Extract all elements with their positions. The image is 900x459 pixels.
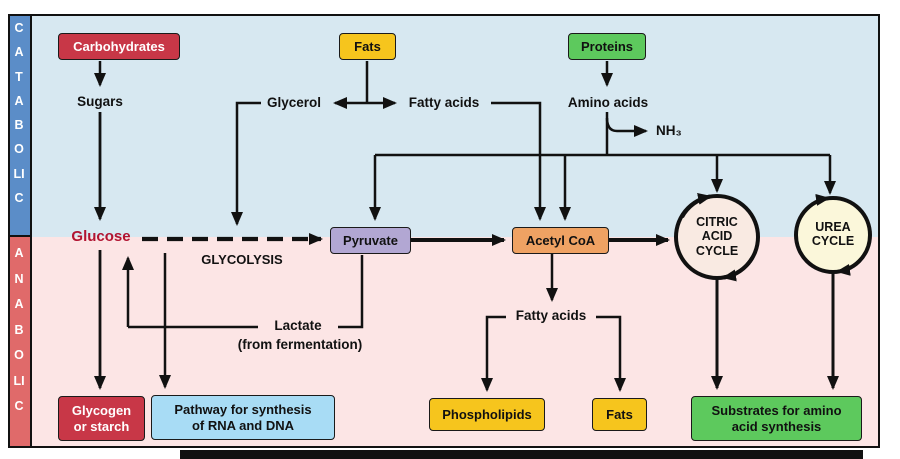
arrow-aminoacids-nh3 (605, 117, 648, 137)
citric-cycle-arrow-top (680, 192, 712, 219)
arrow-fattyacids-acetylcoa (491, 101, 546, 221)
proteins-box: Proteins (568, 33, 646, 60)
glucose-label: Glucose (71, 228, 131, 245)
urea-cycle-label: UREA CYCLE (811, 220, 855, 249)
glycerol-label: Glycerol (266, 95, 322, 110)
phospholipids-box: Phospholipids (429, 398, 545, 431)
catabolic-sidebar-label: CATABOLIC (8, 14, 32, 237)
fatty-acids-label: Fatty acids (408, 95, 480, 110)
urea-cycle-arrow-bottom (836, 252, 867, 276)
arrow-fattyacids-phospholipids (481, 315, 506, 392)
fats-box: Fats (339, 33, 396, 60)
citric-acid-cycle-circle (674, 194, 760, 280)
acetyl-coa-box: Acetyl CoA (512, 227, 609, 254)
fats-product-box: Fats (592, 398, 647, 431)
arrow-fattyacids-fats (596, 315, 626, 392)
carbohydrates-box: Carbohydrates (58, 33, 180, 60)
urea-cycle-arrow-top (799, 194, 830, 218)
anabolic-sidebar-label: ANABOLIC (8, 237, 32, 448)
fermentation-note-label: (from fermentation) (237, 337, 363, 352)
lactate-label: Lactate (258, 318, 338, 333)
amino-acids-label: Amino acids (567, 95, 649, 110)
citric-cycle-arrow-bottom (722, 256, 755, 282)
citric-acid-cycle-label: CITRIC ACID CYCLE (695, 215, 739, 258)
sugars-label: Sugars (77, 94, 123, 109)
urea-cycle-circle (794, 196, 872, 274)
glycolysis-label: GLYCOLYSIS (201, 252, 283, 267)
arrow-glycerol-glycolysis (231, 101, 261, 226)
bottom-bar (180, 450, 863, 459)
fatty-acids-synthesis-label: Fatty acids (515, 308, 587, 323)
nh3-label: NH₃ (656, 123, 682, 138)
amino-substrates-box: Substrates for amino acid synthesis (691, 396, 862, 441)
glycogen-box: Glycogen or starch (58, 396, 145, 441)
line-pyruvate-lactate (128, 255, 364, 329)
rna-dna-pathway-box: Pathway for synthesis of RNA and DNA (151, 395, 335, 440)
pyruvate-box: Pyruvate (330, 227, 411, 254)
